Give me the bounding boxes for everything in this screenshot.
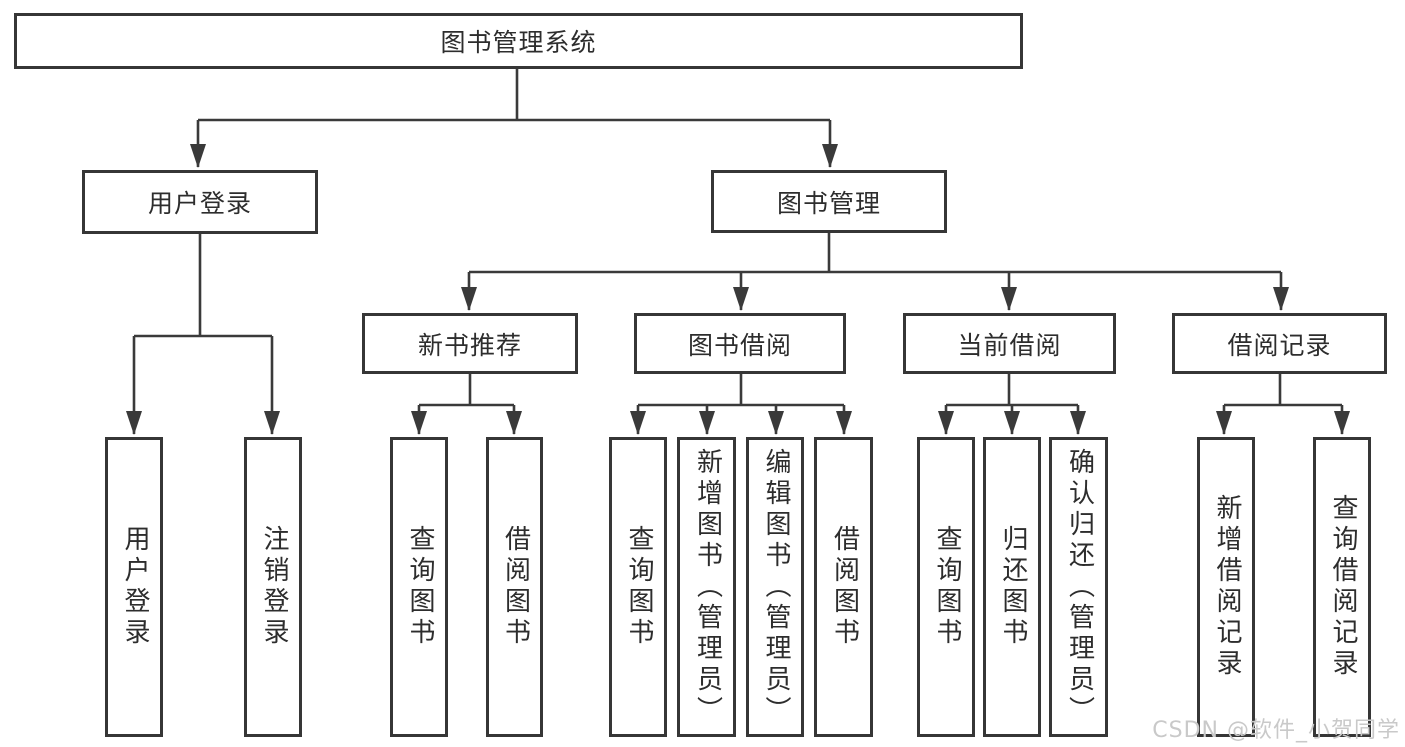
leaf-label: 编辑图书（管理员） — [760, 447, 791, 727]
leaf-borrowing-borrow-books: 借阅图书 — [814, 437, 873, 737]
leaf-label: 查询图书 — [404, 525, 435, 649]
leaf-newbook-borrow-books: 借阅图书 — [486, 437, 543, 737]
leaf-label: 注销登录 — [258, 525, 289, 649]
leaf-newbook-query-books: 查询图书 — [390, 437, 448, 737]
leaf-borrowing-query-books: 查询图书 — [609, 437, 667, 737]
node-book-borrowing: 图书借阅 — [634, 313, 846, 374]
leaf-label: 归还图书 — [997, 525, 1028, 649]
leaf-logout: 注销登录 — [244, 437, 302, 737]
node-user-login: 用户登录 — [82, 170, 318, 234]
node-library-management-system: 图书管理系统 — [14, 13, 1023, 69]
leaf-records-query-record: 查询借阅记录 — [1313, 437, 1371, 737]
leaf-current-query-books: 查询图书 — [917, 437, 975, 737]
leaf-label: 新增借阅记录 — [1211, 494, 1242, 680]
leaf-borrowing-add-books-admin: 新增图书（管理员） — [677, 437, 736, 737]
leaf-current-confirm-return-admin: 确认归还（管理员） — [1049, 437, 1108, 737]
leaf-borrowing-edit-books-admin: 编辑图书（管理员） — [746, 437, 804, 737]
leaf-label: 查询借阅记录 — [1327, 494, 1358, 680]
leaf-label: 确认归还（管理员） — [1064, 447, 1095, 727]
node-book-management: 图书管理 — [711, 170, 947, 233]
leaf-label: 新增图书（管理员） — [692, 447, 723, 727]
leaf-label: 借阅图书 — [829, 525, 860, 649]
leaf-label: 查询图书 — [623, 525, 654, 649]
node-current-borrowing: 当前借阅 — [903, 313, 1116, 374]
leaf-label: 借阅图书 — [500, 525, 531, 649]
leaf-label: 用户登录 — [119, 525, 150, 649]
leaf-label: 查询图书 — [931, 525, 962, 649]
leaf-user-login: 用户登录 — [105, 437, 163, 737]
leaf-records-add-record: 新增借阅记录 — [1197, 437, 1255, 737]
node-borrowing-records: 借阅记录 — [1172, 313, 1387, 374]
leaf-current-return-books: 归还图书 — [983, 437, 1041, 737]
node-new-book-recommendation: 新书推荐 — [362, 313, 578, 374]
csdn-watermark: CSDN @软件_小贺同学 — [1152, 718, 1400, 743]
